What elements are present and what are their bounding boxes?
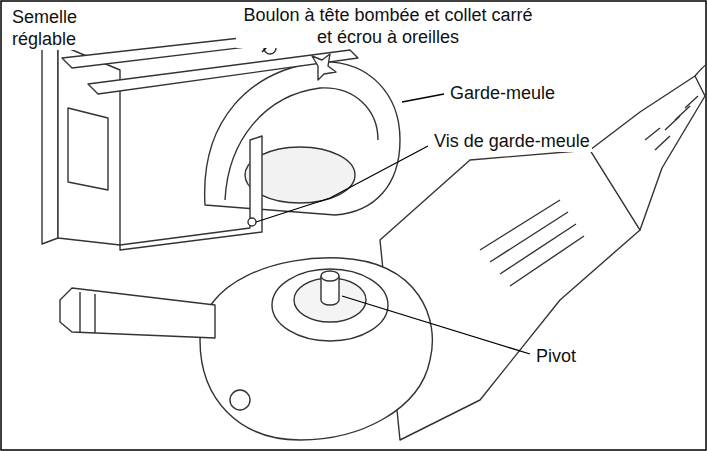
part-label: Semelle réglable	[10, 6, 99, 50]
side-handle	[60, 288, 215, 338]
leader-line	[256, 146, 428, 222]
part-label: Vis de garde-meule	[432, 130, 592, 152]
spindle-top	[321, 271, 339, 281]
grinder	[60, 64, 707, 440]
leader-line	[342, 296, 530, 354]
part-label: Garde-meule	[448, 82, 557, 104]
guard-screw	[248, 218, 256, 226]
sole-bottom	[120, 136, 262, 250]
rail	[88, 50, 358, 94]
guard-dome	[205, 62, 400, 215]
wing-nut	[312, 54, 336, 80]
rear-handle	[590, 76, 705, 230]
gear-head	[200, 258, 432, 440]
cord	[695, 64, 707, 76]
grip-ribs	[645, 96, 698, 150]
part-label: Pivot	[534, 345, 578, 367]
leader-line	[402, 94, 444, 102]
sole-edge	[42, 44, 58, 244]
guard-assembly	[42, 28, 400, 250]
vents	[480, 200, 584, 286]
part-label: Boulon à tête bombée et collet carré et …	[236, 4, 540, 48]
sole-slot	[68, 108, 108, 190]
sole-plate	[58, 44, 120, 245]
button	[230, 390, 250, 410]
handle-ribs	[80, 292, 95, 333]
